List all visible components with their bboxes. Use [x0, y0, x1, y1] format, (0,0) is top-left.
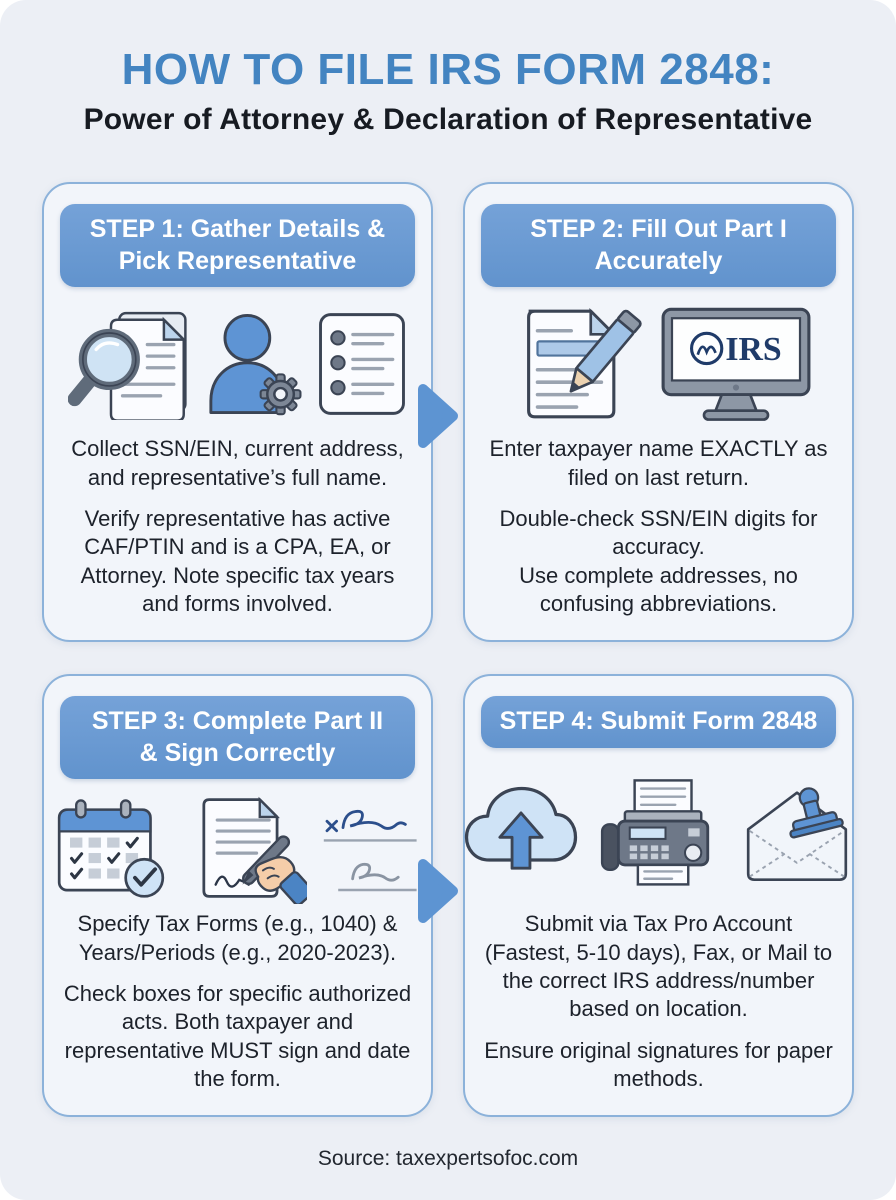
arrow-right-icon — [418, 384, 458, 449]
step-4-card: STEP 4: Submit Form 2848 — [463, 674, 854, 1118]
step-2-paragraph: Double-check SSN/EIN digits for accuracy… — [499, 505, 818, 560]
step-1-icons — [67, 293, 408, 435]
signatures-icon — [323, 809, 417, 891]
arrow-right-icon — [418, 859, 458, 924]
steps-grid: STEP 1: Gather Details & Pick Representa… — [42, 182, 854, 1118]
stamped-envelope-icon — [746, 787, 847, 882]
step-3-card: STEP 3: Complete Part II & Sign Correctl… — [42, 674, 433, 1118]
step-3-body: Specify Tax Forms (e.g., 1040) & Years/P… — [60, 910, 415, 1093]
page-title: HOW TO FILE IRS FORM 2848: — [121, 45, 775, 94]
step-4-icons — [460, 754, 858, 910]
calendar-check-icon — [57, 799, 164, 898]
source-text: Source: taxexpertsofoc.com — [317, 1147, 579, 1171]
step-1-body: Collect SSN/EIN, current address, and re… — [60, 435, 415, 618]
step-2-body: Enter taxpayer name EXACTLY as filed on … — [481, 435, 836, 618]
step-2-icons: IRS — [502, 293, 816, 435]
magnifier-documents-icon — [67, 312, 187, 421]
step-2-header: STEP 2: Fill Out Part I Accurately — [481, 204, 836, 288]
step-3-header: STEP 3: Complete Part II & Sign Correctl… — [60, 696, 415, 780]
sign-document-icon — [201, 796, 307, 904]
checklist-icon — [318, 313, 405, 416]
form-pencil-icon — [526, 308, 642, 419]
page-subtitle: Power of Attorney & Declaration of Repre… — [83, 103, 813, 137]
step-4-paragraph: Submit via Tax Pro Account (Fastest, 5-1… — [484, 911, 833, 1022]
fax-icon — [600, 779, 709, 886]
step-3-paragraph: Specify Tax Forms (e.g., 1040) & Years/P… — [77, 911, 398, 965]
person-gear-icon — [208, 314, 301, 416]
step-3-icons — [53, 785, 423, 910]
cloud-upload-icon — [464, 786, 577, 870]
step-2-paragraph: Enter taxpayer name EXACTLY as filed on … — [489, 436, 828, 490]
step-1-paragraph: Collect SSN/EIN, current address, and re… — [71, 436, 404, 490]
irs-monitor-icon: IRS — [661, 308, 810, 422]
step-1-card: STEP 1: Gather Details & Pick Representa… — [42, 182, 433, 643]
step-3-paragraph: Check boxes for specific authorized acts… — [63, 980, 412, 1092]
step-4-header: STEP 4: Submit Form 2848 — [481, 696, 836, 748]
irs-screen-text: IRS — [725, 331, 781, 368]
step-4-body: Submit via Tax Pro Account (Fastest, 5-1… — [481, 910, 836, 1093]
step-1-paragraph: Verify representative has active CAF/PTI… — [80, 505, 395, 617]
step-2-paragraph: Use complete addresses, no confusing abb… — [519, 562, 798, 617]
step-2-card: STEP 2: Fill Out Part I Accurately — [463, 182, 854, 643]
step-4-paragraph: Ensure original signatures for paper met… — [484, 1037, 833, 1092]
step-1-header: STEP 1: Gather Details & Pick Representa… — [60, 204, 415, 288]
